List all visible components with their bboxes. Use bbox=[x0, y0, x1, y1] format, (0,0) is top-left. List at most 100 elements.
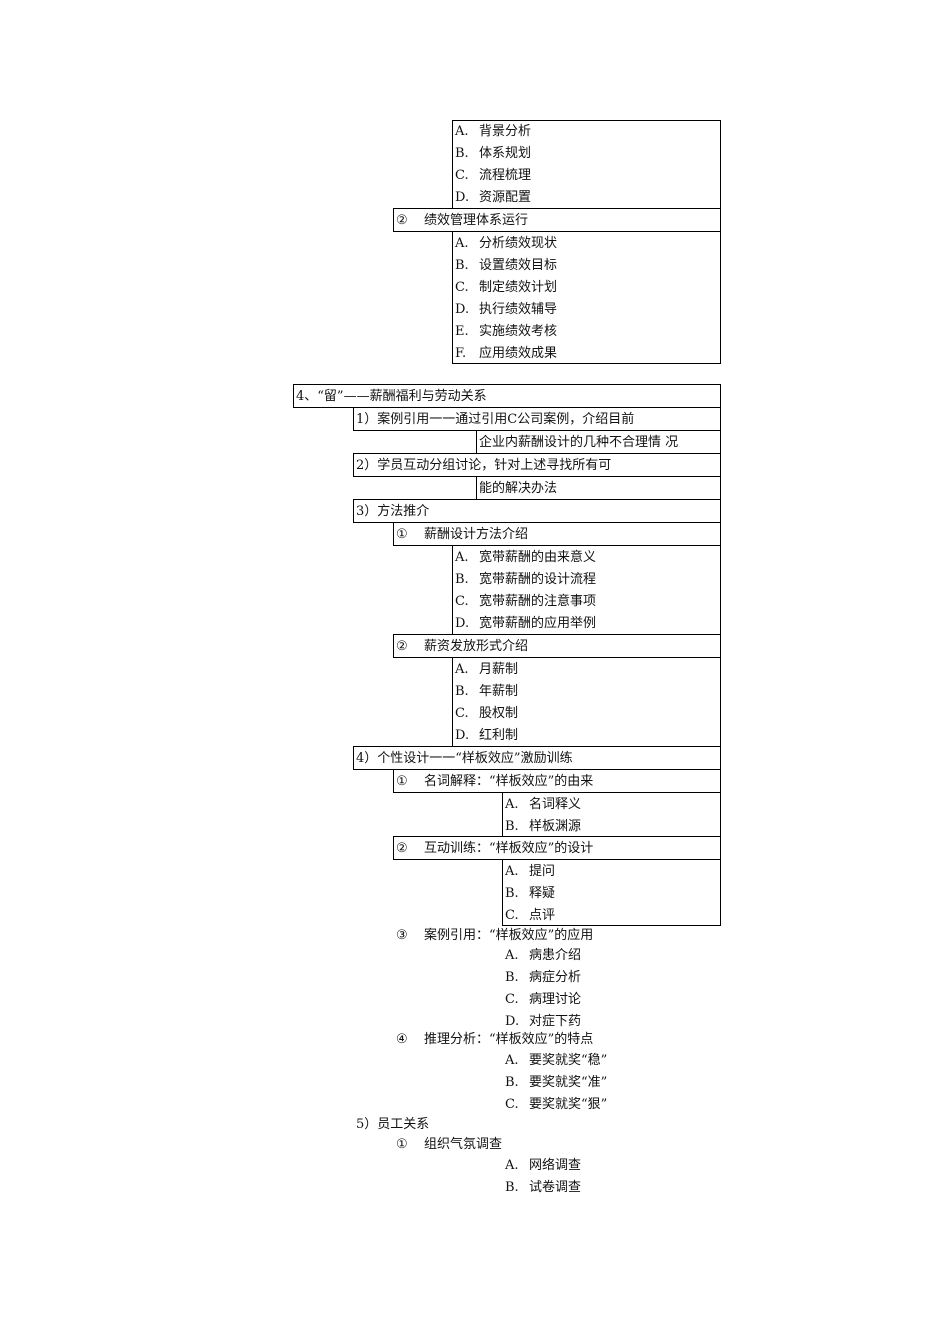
line-text: 病症分析 bbox=[529, 970, 582, 985]
sub-item-b: B.释疑 bbox=[505, 884, 555, 904]
list-marker: E. bbox=[455, 324, 469, 339]
line-text: 试卷调查 bbox=[529, 1180, 582, 1195]
list-marker: B. bbox=[505, 819, 519, 834]
list-marker: A. bbox=[455, 236, 469, 251]
line-text: 病理讨论 bbox=[529, 992, 582, 1007]
list-marker: D. bbox=[455, 302, 470, 317]
sub-item-b: B. 要奖就奖“准” bbox=[505, 1073, 607, 1093]
sub-item-b: B.年薪制 bbox=[455, 682, 518, 702]
list-marker: A. bbox=[455, 124, 469, 139]
sub-item-a: A. 网络调查 bbox=[505, 1156, 581, 1176]
list-marker: B. bbox=[455, 258, 469, 273]
list-marker: B. bbox=[455, 684, 469, 699]
list-marker: ① bbox=[396, 527, 408, 542]
list-marker: B. bbox=[505, 1180, 519, 1195]
sub-item-d: D.红利制 bbox=[455, 726, 518, 746]
sub-item-a: A. 名词释义 bbox=[505, 795, 581, 815]
list-marker: A. bbox=[505, 797, 519, 812]
item-2-discussion: 2）学员互动分组讨论，针对上述寻找所有可 bbox=[356, 456, 611, 476]
sub-item-b: B. 设置绩效目标 bbox=[455, 256, 557, 276]
list-marker: ② bbox=[396, 639, 408, 654]
line-text: 实施绩效考核 bbox=[479, 324, 558, 339]
list-marker: C. bbox=[455, 280, 469, 295]
sub-item-c: C. 宽带薪酬的注意事项 bbox=[455, 592, 596, 612]
sub-item-c: C.制定绩效计划 bbox=[455, 278, 557, 298]
item-5-employee-relations: 5）员工关系 bbox=[356, 1115, 429, 1135]
line-text: 4）个性设计一一“样板效应”激励训练 bbox=[356, 751, 573, 766]
line-text: 红利制 bbox=[479, 728, 519, 743]
list-marker: A. bbox=[505, 1158, 519, 1173]
sub-item-a: A. 背景分析 bbox=[455, 122, 531, 142]
line-text: 宽带薪酬的设计流程 bbox=[479, 572, 597, 587]
line-text: 推理分析：“样板效应”的特点 bbox=[424, 1032, 594, 1047]
sub-item-d: D.对症下药 bbox=[505, 1012, 581, 1032]
line-text: 薪酬设计方法介绍 bbox=[424, 527, 529, 542]
line-text: 案例引用：“样板效应”的应用 bbox=[424, 928, 594, 943]
method-2-heading: ② 薪资发放形式介绍 bbox=[396, 637, 528, 657]
line-text: 体系规划 bbox=[479, 146, 532, 161]
sub-item-c: C.股权制 bbox=[455, 704, 518, 724]
item-3-methods: 3）方法推介 bbox=[356, 502, 429, 522]
sub-item-c: C.要奖就奖“狠” bbox=[505, 1095, 607, 1115]
line-text: 流程梳理 bbox=[479, 168, 532, 183]
line-text: 5）员工关系 bbox=[356, 1117, 430, 1132]
list-marker: C. bbox=[455, 594, 469, 609]
item-1-case-cont: 企业内薪酬设计的几种不合理情 况 bbox=[479, 433, 678, 453]
list-marker: ① bbox=[396, 1137, 408, 1152]
item-1-case: 1）案例引用一一通过引用C公司案例，介绍目前 bbox=[356, 410, 634, 430]
sub-item-a: A.月薪制 bbox=[455, 660, 518, 680]
sub-item-a: A.病患介绍 bbox=[505, 946, 581, 966]
list-marker: B. bbox=[505, 886, 519, 901]
line-text: 宽带薪酬的应用举例 bbox=[479, 616, 597, 631]
item-4-sample-effect: 4）个性设计一一“样板效应”激励训练 bbox=[356, 749, 573, 769]
list-marker: ① bbox=[396, 774, 408, 789]
sub-item-b: B. 体系规划 bbox=[455, 144, 531, 164]
line-text: 要奖就奖“稳” bbox=[529, 1053, 608, 1068]
line-text: 设置绩效目标 bbox=[479, 258, 558, 273]
point-1-heading: ① 名词解释：“样板效应”的由来 bbox=[396, 772, 593, 792]
line-text: 样板渊源 bbox=[529, 819, 582, 834]
line-text: 宽带薪酬的由来意义 bbox=[479, 550, 597, 565]
line-text: 要奖就奖“狠” bbox=[529, 1097, 608, 1112]
sub-item-c: C.点评 bbox=[505, 906, 555, 926]
line-text: 互动训练：“样板效应”的设计 bbox=[424, 841, 594, 856]
sub-item-c: C.病理讨论 bbox=[505, 990, 581, 1010]
sub-item-b: B. 试卷调查 bbox=[505, 1178, 581, 1198]
line-text: 宽带薪酬的注意事项 bbox=[479, 594, 597, 609]
list-marker: B. bbox=[455, 146, 469, 161]
list-marker: C. bbox=[455, 168, 469, 183]
line-text: 执行绩效辅导 bbox=[479, 302, 558, 317]
sub-item-b: B.宽带薪酬的设计流程 bbox=[455, 570, 596, 590]
sub-item-a: A.提问 bbox=[505, 862, 555, 882]
point-3-heading: ③ 案例引用：“样板效应”的应用 bbox=[396, 926, 593, 946]
list-marker: ④ bbox=[396, 1032, 408, 1047]
sub-item-a: A. 宽带薪酬的由来意义 bbox=[455, 548, 596, 568]
list-marker: C. bbox=[505, 908, 519, 923]
line-text: 资源配置 bbox=[479, 190, 532, 205]
line-text: 3）方法推介 bbox=[356, 504, 430, 519]
line-text: 薪资发放形式介绍 bbox=[424, 639, 529, 654]
line-text: 股权制 bbox=[479, 706, 519, 721]
line-text: 绩效管理体系运行 bbox=[424, 213, 529, 228]
item-performance-operation: ② 绩效管理体系运行 bbox=[396, 211, 528, 231]
line-text: 名词解释：“样板效应”的由来 bbox=[424, 774, 594, 789]
list-marker: D. bbox=[505, 1014, 520, 1029]
list-marker: A. bbox=[505, 864, 519, 879]
section-heading-4: 4、“留”——薪酬福利与劳动关系 bbox=[296, 387, 487, 407]
line-text: 名词释义 bbox=[529, 797, 582, 812]
list-marker: A. bbox=[455, 550, 469, 565]
line-text: 要奖就奖“准” bbox=[529, 1075, 608, 1090]
list-marker: A. bbox=[505, 948, 519, 963]
line-text: 1）案例引用一一通过引用C公司案例，介绍目前 bbox=[356, 412, 635, 427]
line-text: 背景分析 bbox=[479, 124, 532, 139]
list-marker: ③ bbox=[396, 928, 408, 943]
line-text: 应用绩效成果 bbox=[479, 346, 558, 361]
box-sub-list-2 bbox=[452, 231, 721, 364]
line-text: 网络调查 bbox=[529, 1158, 582, 1173]
list-marker: ② bbox=[396, 213, 408, 228]
sub-item-d: D.资源配置 bbox=[455, 188, 531, 208]
sub-item-d: D. 执行绩效辅导 bbox=[455, 300, 557, 320]
list-marker: B. bbox=[505, 1075, 519, 1090]
